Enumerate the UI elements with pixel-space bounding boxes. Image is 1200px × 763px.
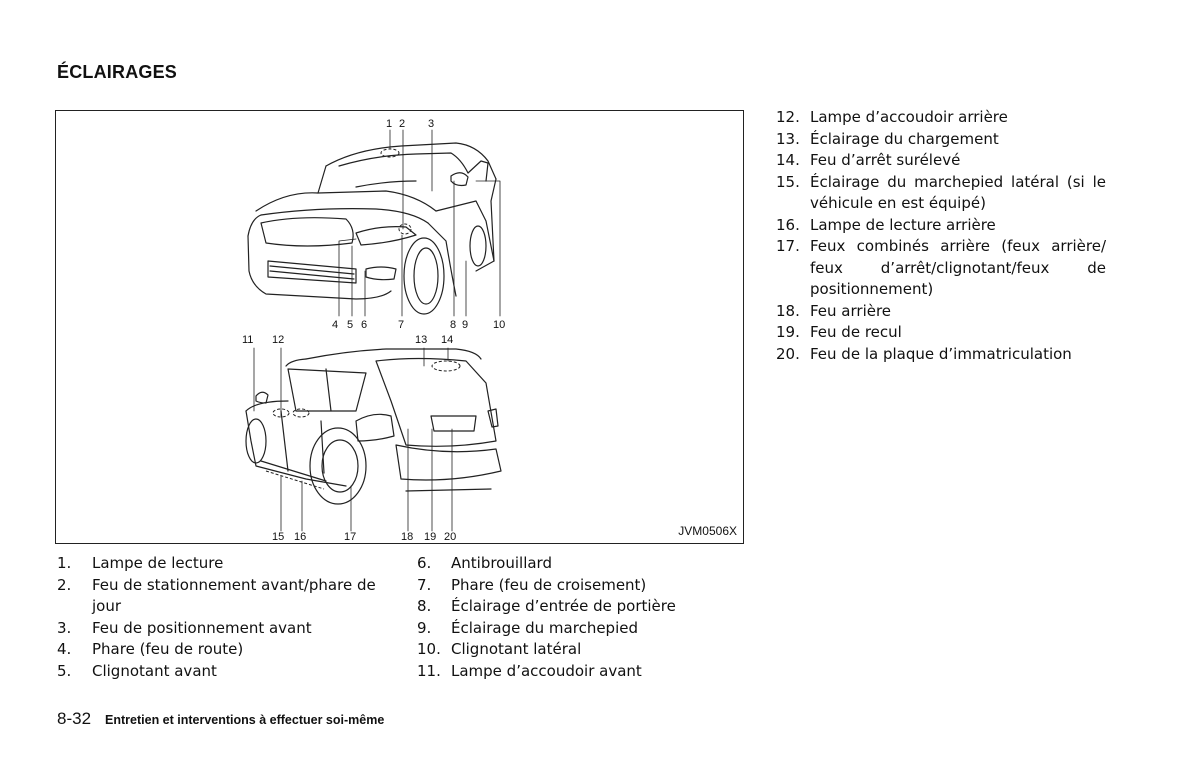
legend-number: 14.: [776, 151, 800, 169]
legend-text: Phare (feu de croisement): [451, 575, 647, 594]
front-callout-leaders: [338, 129, 501, 317]
legend-text: Feu de positionnement avant: [92, 618, 312, 637]
legend-number: 16.: [776, 215, 800, 234]
legend-list-right: 12. Lampe d’accoudoir arrière 13. Éclairag…: [776, 107, 1106, 365]
legend-text: Feu de la plaque d’immatriculation: [810, 344, 1072, 363]
legend-item: 1. Lampe de lecture: [57, 553, 397, 575]
legend-item: 14. Feu d’arrêt surélevé: [776, 150, 1106, 172]
legend-text: Lampe d’accoudoir avant: [451, 661, 642, 680]
legend-text: Feux combinés arrière (feux arrière/ feu…: [810, 237, 1106, 298]
callout-18: 18: [401, 531, 413, 543]
legend-number: 13.: [776, 129, 800, 148]
legend-item: 9. Éclairage du marchepied: [417, 618, 757, 640]
legend-text: Feu de stationnement avant/phare de jour: [92, 575, 376, 616]
legend-item: 13. Éclairage du chargement: [776, 129, 1106, 151]
page-number: 8-32: [57, 709, 92, 728]
legend-number: 9.: [417, 618, 432, 637]
legend-number: 8.: [417, 597, 432, 615]
legend-number: 3.: [57, 618, 72, 637]
legend-number: 18.: [776, 301, 800, 320]
legend-number: 19.: [776, 323, 800, 341]
legend-number: 20.: [776, 344, 800, 363]
callout-4: 4: [332, 319, 338, 331]
legend-number: 6.: [417, 554, 432, 572]
callout-2: 2: [399, 118, 405, 130]
callout-17: 17: [344, 531, 356, 543]
page-title: ÉCLAIRAGES: [57, 62, 178, 82]
legend-text: Antibrouillard: [451, 554, 552, 572]
legend-item: 5. Clignotant avant: [57, 661, 397, 683]
lamp-indicators: [265, 148, 461, 490]
legend-item: 7. Phare (feu de croisement): [417, 575, 757, 597]
legend-text: Lampe d’accoudoir arrière: [810, 108, 1008, 126]
legend-item: 10. Clignotant latéral: [417, 639, 757, 661]
legend-text: Éclairage du marchepied: [451, 618, 638, 637]
callout-8: 8: [450, 319, 456, 331]
figure-code: JVM0506X: [678, 524, 737, 538]
callout-1: 1: [386, 118, 392, 130]
callout-5: 5: [347, 319, 353, 331]
legend-number: 17.: [776, 237, 800, 255]
legend-list-left: 1. Lampe de lecture 2. Feu de stationnemen…: [57, 553, 397, 682]
vehicle-lights-figure: 1 2 3 4 5 6 7 8 9 10 11 12 13 14 15 16 1…: [55, 110, 744, 544]
legend-text: Clignotant avant: [92, 661, 217, 680]
legend-text: Phare (feu de route): [92, 640, 244, 658]
legend-number: 1.: [57, 554, 72, 572]
legend-number: 15.: [776, 172, 800, 191]
callout-10: 10: [493, 319, 505, 331]
callout-15: 15: [272, 531, 284, 543]
callout-14: 14: [441, 334, 453, 346]
section-title: Entretien et interventions à effectuer s…: [105, 713, 385, 727]
legend-item: 18. Feu arrière: [776, 301, 1106, 323]
legend-list-middle: 6. Antibrouillard 7. Phare (feu de croisem…: [417, 553, 757, 682]
legend-text: Éclairage du chargement: [810, 129, 999, 148]
legend-item: 4. Phare (feu de route): [57, 639, 397, 661]
legend-number: 10.: [417, 640, 441, 658]
callout-numbers-top: 1 2 3 4 5 6 7 8 9 10: [332, 118, 505, 331]
legend-item: 15. Éclairage du marchepied latéral (si l…: [776, 172, 1106, 215]
rear-vehicle-drawing: [245, 348, 502, 505]
legend-item: 3. Feu de positionnement avant: [57, 618, 397, 640]
callout-20: 20: [444, 531, 456, 543]
legend-item: 19. Feu de recul: [776, 322, 1106, 344]
callout-3: 3: [428, 118, 434, 130]
callout-13: 13: [415, 334, 427, 346]
callout-19: 19: [424, 531, 436, 543]
legend-number: 5.: [57, 661, 72, 680]
legend-item: 2. Feu de stationnement avant/phare de jo…: [57, 575, 397, 618]
legend-number: 2.: [57, 575, 72, 594]
callout-7: 7: [398, 319, 404, 331]
callout-16: 16: [294, 531, 306, 543]
callout-12: 12: [272, 334, 284, 346]
legend-text: Lampe de lecture arrière: [810, 215, 996, 234]
callout-9: 9: [462, 319, 468, 331]
legend-number: 11.: [417, 661, 441, 680]
legend-text: Éclairage d’entrée de portière: [451, 597, 676, 615]
legend-item: 6. Antibrouillard: [417, 553, 757, 575]
legend-text: Clignotant latéral: [451, 640, 582, 658]
legend-item: 12. Lampe d’accoudoir arrière: [776, 107, 1106, 129]
legend-text: Éclairage du marchepied latéral (si le v…: [810, 172, 1106, 213]
legend-number: 4.: [57, 640, 72, 658]
rear-callout-leaders: [253, 347, 453, 532]
legend-item: 11. Lampe d’accoudoir avant: [417, 661, 757, 683]
page-footer: 8-32 Entretien et interventions à effect…: [57, 709, 384, 729]
callout-11: 11: [242, 334, 253, 346]
legend-item: 16. Lampe de lecture arrière: [776, 215, 1106, 237]
legend-item: 17. Feux combinés arrière (feux arrière/ …: [776, 236, 1106, 301]
legend-text: Feu d’arrêt surélevé: [810, 151, 961, 169]
legend-text: Lampe de lecture: [92, 554, 224, 572]
vehicle-illustration: 1 2 3 4 5 6 7 8 9 10 11 12 13 14 15 16 1…: [242, 118, 505, 543]
legend-item: 20. Feu de la plaque d’immatriculation: [776, 344, 1106, 366]
legend-text: Feu arrière: [810, 301, 892, 320]
callout-numbers-bottom: 11 12 13 14 15 16 17 18 19 20: [242, 334, 456, 543]
legend-text: Feu de recul: [810, 323, 902, 341]
front-vehicle-drawing: [247, 142, 497, 315]
legend-number: 7.: [417, 575, 432, 594]
callout-6: 6: [361, 319, 367, 331]
legend-item: 8. Éclairage d’entrée de portière: [417, 596, 757, 618]
legend-number: 12.: [776, 108, 800, 126]
